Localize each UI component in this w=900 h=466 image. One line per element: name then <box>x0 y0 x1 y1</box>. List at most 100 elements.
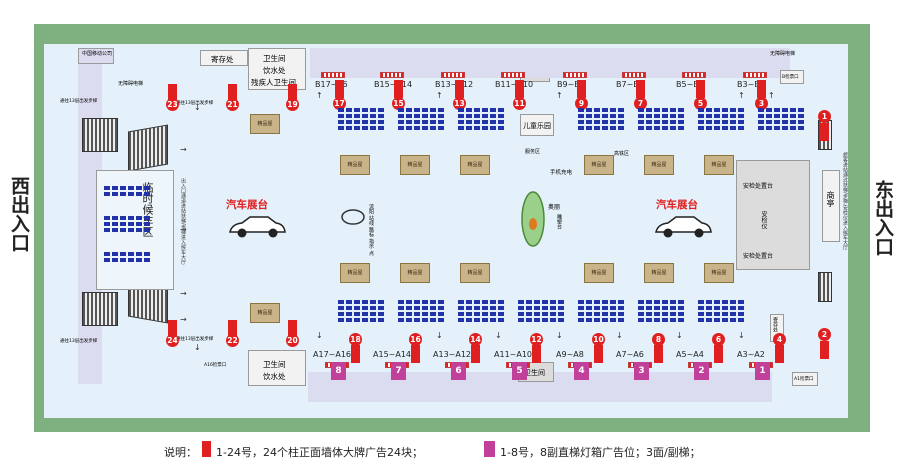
seat <box>550 306 556 310</box>
seat <box>706 306 712 310</box>
seat <box>362 312 368 316</box>
seat <box>602 114 608 118</box>
seat <box>670 312 676 316</box>
kids-park: 儿童乐园 <box>520 114 554 136</box>
seat <box>678 318 684 322</box>
seat <box>706 114 712 118</box>
seat <box>370 120 376 124</box>
seat <box>466 108 472 112</box>
direction-arrow: ↓ <box>556 331 563 340</box>
seat <box>586 114 592 118</box>
disabled-elevator-label: 无障碍电梯 <box>118 81 144 87</box>
seat <box>578 300 584 304</box>
seat <box>602 120 608 124</box>
bottom-gate-label-3: A11~A10 <box>494 350 533 359</box>
boutique-shop: 精品屋 <box>340 155 370 175</box>
seat <box>474 120 480 124</box>
top-pillar-3 <box>757 80 766 98</box>
escalator-note-top2: 通往13层出发步梯 <box>176 101 214 106</box>
seat <box>466 306 472 310</box>
waiting-seats-b <box>104 216 150 232</box>
seat <box>738 300 744 304</box>
seat <box>430 120 436 124</box>
seat <box>338 126 344 130</box>
seat <box>490 312 496 316</box>
seat <box>338 120 344 124</box>
seat <box>542 300 548 304</box>
bottom-pillar-number-8: 8 <box>652 333 665 346</box>
escalator-note-top: 通往13层出发步梯 <box>60 99 98 104</box>
boutique-shop: 精品屋 <box>460 263 490 283</box>
seat <box>406 300 412 304</box>
top-gate-marker-0 <box>321 72 345 78</box>
seat <box>730 312 736 316</box>
lightbox-6: 6 <box>451 362 466 380</box>
seat <box>638 108 644 112</box>
seat <box>406 318 412 322</box>
center-sculpture-label: 奥丽 <box>548 204 561 211</box>
seat <box>482 108 488 112</box>
car-exhibit-right: 汽车展台 <box>656 199 698 211</box>
seat <box>610 114 616 118</box>
seat <box>534 300 540 304</box>
seat <box>638 318 644 322</box>
seat <box>482 114 488 118</box>
top-pillar-number-15: 15 <box>392 97 405 110</box>
top-gate-label-5: B7~B6 <box>616 80 644 89</box>
seat <box>370 108 376 112</box>
seat <box>362 306 368 310</box>
seat <box>542 312 548 316</box>
seat <box>610 306 616 310</box>
seat <box>430 312 436 316</box>
seat <box>378 312 384 316</box>
seat <box>798 126 804 130</box>
seat <box>346 120 352 124</box>
seat <box>670 114 676 118</box>
seat <box>638 306 644 310</box>
seat <box>594 114 600 118</box>
seat <box>766 114 772 118</box>
seat <box>378 300 384 304</box>
lightbox-5: 5 <box>512 362 527 380</box>
seat <box>558 300 564 304</box>
escalator-note-bot2: 通往13层出发步梯 <box>176 337 214 342</box>
seat <box>430 114 436 118</box>
bottom-pillar-18 <box>351 345 360 363</box>
direction-arrow: ↓ <box>194 343 201 352</box>
bottom-pillar-14 <box>471 345 480 363</box>
escalator-note-bot: 通往13层出发步梯 <box>60 339 98 344</box>
seat <box>466 126 472 130</box>
seat <box>678 300 684 304</box>
seat <box>430 318 436 322</box>
seat <box>586 120 592 124</box>
seat <box>370 318 376 322</box>
seat <box>406 312 412 316</box>
seat <box>646 120 652 124</box>
seat <box>346 300 352 304</box>
seat <box>646 312 652 316</box>
boutique-shop: 精品屋 <box>644 263 674 283</box>
seat <box>558 312 564 316</box>
seat <box>534 306 540 310</box>
seat <box>346 126 352 130</box>
seat <box>338 300 344 304</box>
seat <box>722 318 728 322</box>
seat <box>458 318 464 322</box>
seat <box>430 126 436 130</box>
direction-arrow: → <box>180 145 187 154</box>
bottom-pillar-12 <box>532 345 541 363</box>
seat <box>722 114 728 118</box>
seat <box>558 318 564 322</box>
bottom-pillar-16 <box>411 345 420 363</box>
seat <box>654 126 660 130</box>
seat <box>654 120 660 124</box>
seat <box>414 114 420 118</box>
seat <box>698 306 704 310</box>
seat <box>578 114 584 118</box>
seat <box>354 318 360 322</box>
seat <box>362 126 368 130</box>
west-escalator-ramp-top <box>128 124 168 172</box>
seat <box>338 318 344 322</box>
seat <box>678 312 684 316</box>
seat <box>670 306 676 310</box>
